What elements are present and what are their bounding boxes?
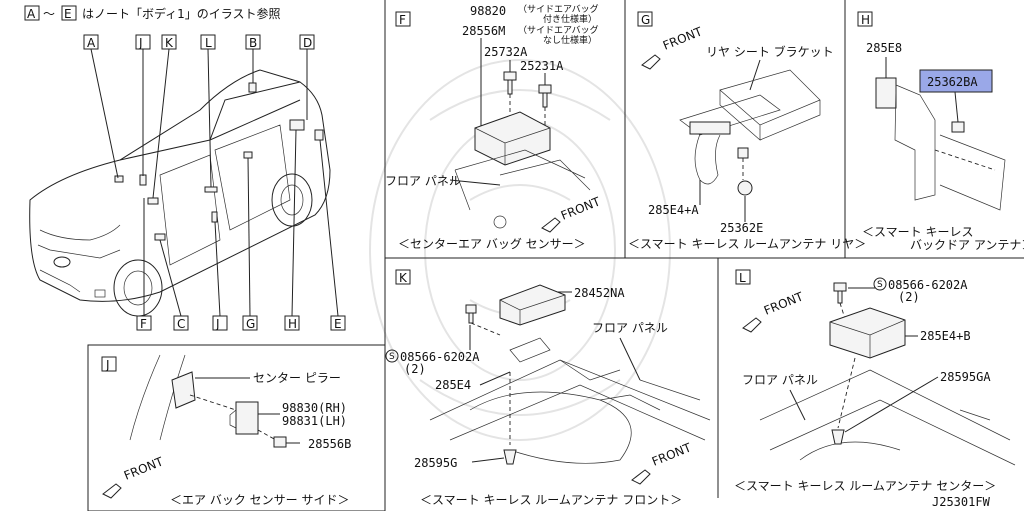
panel-k-screw-qty: (2) xyxy=(404,362,426,376)
note-98820-2: 付き仕様車） xyxy=(543,13,597,25)
callout-top-l: L xyxy=(205,36,212,50)
panel-f: F 98820 （サイドエアバッグ 付き仕様車） 28556M （サイドエアバッ… xyxy=(385,3,603,251)
panel-j: J センター ピラー 98830(RH) 98831(LH) 28556B FR… xyxy=(101,354,351,507)
panel-g-caption: ＜スマート キーレス ルームアンテナ リヤ＞ xyxy=(628,237,866,251)
callout-bottom-j: J xyxy=(215,317,220,331)
panel-k-label: K xyxy=(399,271,408,285)
panel-g-front: FRONT xyxy=(661,24,705,53)
panel-f-caption: ＜センターエア バッグ センサー＞ xyxy=(398,237,586,251)
panel-l-front: FRONT xyxy=(762,289,806,318)
panel-l-screw-symbol: S xyxy=(877,280,883,290)
panel-k-floor-panel: フロア パネル xyxy=(592,321,668,335)
panel-j-front: FRONT xyxy=(122,454,166,483)
callout-bottom-e: E xyxy=(334,317,342,331)
drawing-code: J25301FW xyxy=(932,495,991,509)
center-pillar-label: センター ピラー xyxy=(253,371,341,385)
part-25732a: 25732A xyxy=(484,45,528,59)
part-25362ba-highlight xyxy=(919,69,993,93)
vehicle-callouts-top: A J K L B D xyxy=(83,34,315,199)
panel-g-label: G xyxy=(641,13,650,27)
panel-k-screw-part: 08566-6202A xyxy=(400,350,480,364)
vehicle-callouts-bottom: F C J G H E xyxy=(136,129,346,331)
part-98830: 98830(RH) xyxy=(282,401,347,415)
panel-g: G FRONT リヤ シート ブラケット 285E4+A 25362E ＜スマー… xyxy=(628,11,866,251)
part-285e8: 285E8 xyxy=(866,41,902,55)
callout-top-k: K xyxy=(165,36,174,50)
note-98820-1: （サイドエアバッグ xyxy=(518,3,599,15)
note-28556m-2: なし仕様車） xyxy=(543,34,597,46)
callout-top-j: J xyxy=(138,36,143,50)
note-28556m-1: （サイドエアバッグ xyxy=(518,24,599,36)
part-28595g: 28595G xyxy=(414,456,457,470)
panel-j-caption: ＜エア バック センサー サイド＞ xyxy=(170,493,349,507)
panel-k-screw-symbol: S xyxy=(389,352,395,362)
part-25231a: 25231A xyxy=(520,59,564,73)
part-28556b: 28556B xyxy=(308,437,351,451)
panel-l: L FRONT S 08566-6202A (2) 285E4+B フロア パネ… xyxy=(734,269,1016,493)
panel-k-front: FRONT xyxy=(650,440,694,469)
panel-l-label: L xyxy=(739,271,746,285)
header-note: A 〜 E はノート「ボディ1」のイラスト参照 xyxy=(24,5,281,21)
panel-grid xyxy=(87,0,1024,511)
callout-top-b: B xyxy=(249,36,257,50)
panel-k-caption: ＜スマート キーレス ルームアンテナ フロント＞ xyxy=(420,493,682,507)
part-285e4: 285E4 xyxy=(435,378,471,392)
callout-top-a: A xyxy=(87,36,96,50)
part-98831: 98831(LH) xyxy=(282,414,347,428)
callout-bottom-h: H xyxy=(288,317,297,331)
part-25362e: 25362E xyxy=(720,221,763,235)
panel-l-screw-qty: (2) xyxy=(898,290,920,304)
part-285e4b: 285E4+B xyxy=(920,329,971,343)
header-tilde: 〜 xyxy=(43,7,55,21)
header-label-e: E xyxy=(64,7,72,21)
part-28556m: 28556M xyxy=(462,24,505,38)
header-label-a: A xyxy=(27,7,36,21)
vehicle-illustration xyxy=(29,69,331,317)
panel-h-label: H xyxy=(861,13,870,27)
panel-l-caption: ＜スマート キーレス ルームアンテナ センター＞ xyxy=(734,479,996,493)
part-285e4a: 285E4+A xyxy=(648,203,699,217)
header-text: はノート「ボディ1」のイラスト参照 xyxy=(82,6,281,21)
panel-j-label: J xyxy=(105,358,110,372)
panel-h: H 285E8 25362BA ＜スマート キーレス バックドア アンテナ＞ xyxy=(857,11,1024,252)
part-28595ga: 28595GA xyxy=(940,370,991,384)
panel-h-caption-1: ＜スマート キーレス xyxy=(862,225,973,239)
part-25362ba: 25362BA xyxy=(927,75,978,89)
rear-seat-bracket-label: リヤ シート ブラケット xyxy=(706,44,834,59)
part-28452na: 28452NA xyxy=(574,286,625,300)
callout-top-d: D xyxy=(303,36,312,50)
callout-bottom-f: F xyxy=(140,317,147,331)
panel-l-floor-panel: フロア パネル xyxy=(742,373,818,387)
part-98820: 98820 xyxy=(470,4,506,18)
callout-bottom-g: G xyxy=(246,317,255,331)
panel-l-screw-part: 08566-6202A xyxy=(888,278,968,292)
callout-bottom-c: C xyxy=(177,317,185,331)
panel-h-caption-2: バックドア アンテナ＞ xyxy=(910,238,1024,252)
panel-f-floor-panel: フロア パネル xyxy=(385,174,461,188)
panel-f-label: F xyxy=(399,13,406,27)
